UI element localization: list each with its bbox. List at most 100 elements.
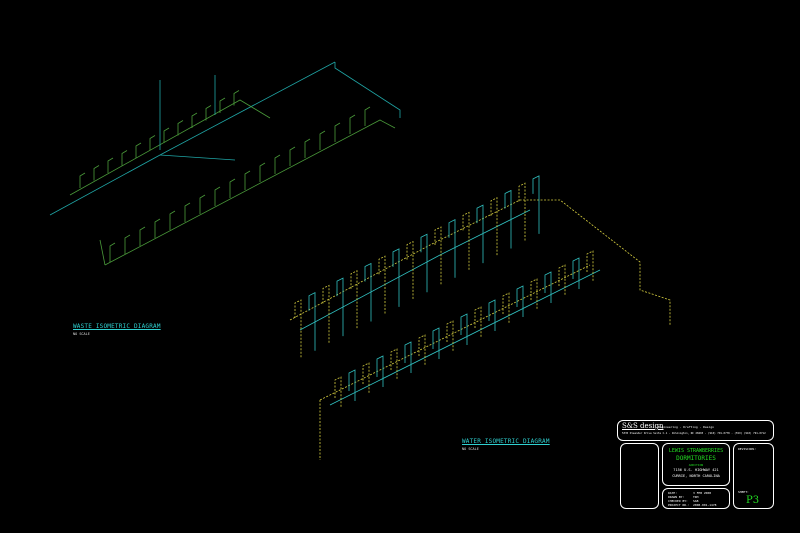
water-fixture-stub — [406, 240, 414, 300]
water-fixture-stub — [334, 376, 342, 408]
water-fixture-stub — [446, 320, 454, 352]
water-isometric-diagram — [289, 175, 671, 460]
date-label: DATE: — [668, 491, 678, 495]
water-fixture-stub — [378, 255, 386, 315]
waste-fixture-stub — [121, 150, 128, 166]
water-fixture-stub — [434, 226, 442, 285]
water-fixture-stub — [504, 189, 512, 249]
waste-isometric-diagram — [49, 61, 401, 266]
waste-branch-pipe — [99, 239, 106, 266]
checked-label: CHECKED BY: — [668, 499, 688, 503]
water-fixture-stub — [460, 313, 468, 345]
waste-fixture-stub — [259, 162, 266, 182]
water-fixture-stub — [350, 270, 358, 329]
firm-header-box: S&S design Engineering · Drafting · Desi… — [617, 420, 774, 441]
water-fixture-stub — [476, 204, 484, 264]
water-fixture-stub — [336, 277, 344, 337]
waste-fixture-stub — [214, 186, 221, 206]
project-address-1: 7156 U.S. HIGHWAY 421 — [673, 468, 719, 472]
water-fixture-stub — [572, 257, 580, 289]
waste-fixture-stub — [163, 127, 170, 143]
water-fixture-stub — [362, 362, 370, 394]
waste-fixture-stub — [169, 210, 176, 230]
water-fixture-stub — [418, 334, 426, 366]
sheet-number: P3 — [746, 495, 760, 506]
drawn-label: DRAWN BY: — [668, 495, 685, 499]
waste-fixture-stub — [191, 112, 198, 128]
waste-fixture-stub — [154, 218, 161, 238]
waste-fixture-stub — [233, 90, 240, 106]
waste-fixture-stub — [334, 122, 341, 142]
waste-fixture-stub — [304, 138, 311, 158]
water-fixture-stub — [322, 284, 330, 344]
water-fixture-stub — [376, 355, 384, 387]
water-fixture-stub — [364, 262, 372, 322]
blank-box — [620, 443, 659, 509]
water-fixture-stub — [294, 299, 302, 358]
waste-fixture-stub — [199, 194, 206, 214]
waste-fixture-stub — [109, 242, 116, 262]
water-fixture-stub — [420, 233, 428, 293]
water-fixture-stub — [502, 292, 510, 324]
water-fixture-stub — [432, 327, 440, 359]
waste-branch-pipe — [104, 119, 396, 266]
water-fixture-stub — [516, 285, 524, 317]
water-fixture-stub — [474, 306, 482, 338]
waste-fixture-stub — [274, 154, 281, 174]
water-fixture-stub — [490, 197, 498, 256]
project-name: LEWIS STRAWBERRIES — [668, 448, 724, 454]
sheet-label: SHEET: — [738, 490, 749, 494]
water-fixture-stub — [308, 292, 316, 351]
waste-fixture-stub — [364, 106, 371, 126]
water-fixture-stub — [530, 278, 538, 310]
project-no-label: PROJECT NO.: — [668, 503, 690, 507]
water-fixture-stub — [392, 248, 400, 307]
waste-fixture-stub — [289, 146, 296, 166]
project-no-value: 2008-001-1478 — [693, 503, 717, 507]
waste-fixture-stub — [139, 226, 146, 246]
waste-fixture-stub — [149, 135, 156, 151]
drawn-value: TRH — [693, 495, 699, 499]
waste-diagram-title: WASTE ISOMETRIC DIAGRAM — [73, 323, 161, 330]
waste-main-pipe — [49, 61, 336, 216]
waste-fixture-stub — [319, 130, 326, 150]
checked-value: SAB — [693, 499, 699, 503]
waste-fixture-stub — [184, 202, 191, 222]
waste-branch-pipe — [159, 154, 236, 161]
revisions-sheet-box: REVISIONS: SHEET: P3 — [733, 443, 774, 509]
firm-address: 5335 Oleander Drive Suite C-1 · Wilmingt… — [622, 432, 766, 435]
waste-fixture-stub — [177, 120, 184, 136]
water-fixture-stub — [532, 175, 540, 234]
water-fixture-stub — [390, 348, 398, 380]
project-subtitle: DORMITORIES — [676, 455, 716, 462]
waste-fixture-stub — [107, 157, 114, 173]
water-fixture-stub — [348, 369, 356, 401]
firm-logo: S&S design — [622, 422, 664, 430]
waste-fixture-stub — [229, 178, 236, 198]
water-fixture-stub — [462, 211, 470, 271]
water-fixture-stub — [448, 219, 456, 278]
waste-main-pipe — [334, 62, 401, 118]
waste-branch-pipe — [69, 99, 271, 196]
waste-fixture-stub — [79, 172, 86, 188]
date-value: 3 FEB 2008 — [693, 491, 712, 495]
water-diagram-scale: NO SCALE — [462, 447, 479, 451]
water-fixture-stub — [404, 341, 412, 373]
waste-diagram-scale: NO SCALE — [73, 332, 90, 336]
waste-fixture-stub — [124, 234, 131, 254]
hot-water-branch — [319, 264, 591, 401]
waste-fixture-stub — [135, 142, 142, 158]
project-note: ADDITION — [688, 463, 704, 467]
water-diagram-title: WATER ISOMETRIC DIAGRAM — [462, 438, 550, 445]
water-fixture-stub — [518, 182, 526, 242]
waste-fixture-stub — [349, 114, 356, 134]
hot-water-main — [289, 199, 671, 325]
drawing-info-box: DATE: 3 FEB 2008 DRAWN BY: TRH CHECKED B… — [662, 488, 730, 509]
water-fixture-stub — [558, 264, 566, 296]
project-address-2: CURRIE, NORTH CAROLINA — [672, 474, 720, 478]
cold-water-branch — [329, 269, 601, 406]
firm-tagline: Engineering · Drafting · Design — [658, 425, 714, 429]
waste-fixture-stub — [93, 165, 100, 181]
waste-fixture-stub — [219, 97, 226, 113]
